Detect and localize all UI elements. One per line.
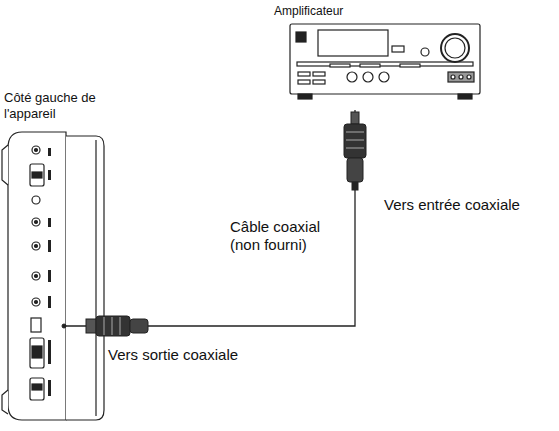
amplifier-drawing (290, 24, 480, 99)
coaxial-plug-amp (344, 112, 366, 190)
cable-label: Câble coaxial (non fourni) (230, 218, 342, 254)
node-label: Côté gauche de l'appareil (4, 90, 114, 121)
coaxial-plug-device (62, 316, 148, 336)
connection-note: Vers sortie coaxiale (108, 346, 308, 364)
connection-note: Vers entrée coaxiale (384, 196, 554, 214)
node-label: Amplificateur (274, 4, 394, 18)
device-drawing (2, 132, 104, 420)
device-node: Côté gauche de l'appareil (2, 88, 114, 424)
amplifier-node: Amplificateur (272, 2, 486, 110)
coaxial-cable (114, 110, 355, 326)
